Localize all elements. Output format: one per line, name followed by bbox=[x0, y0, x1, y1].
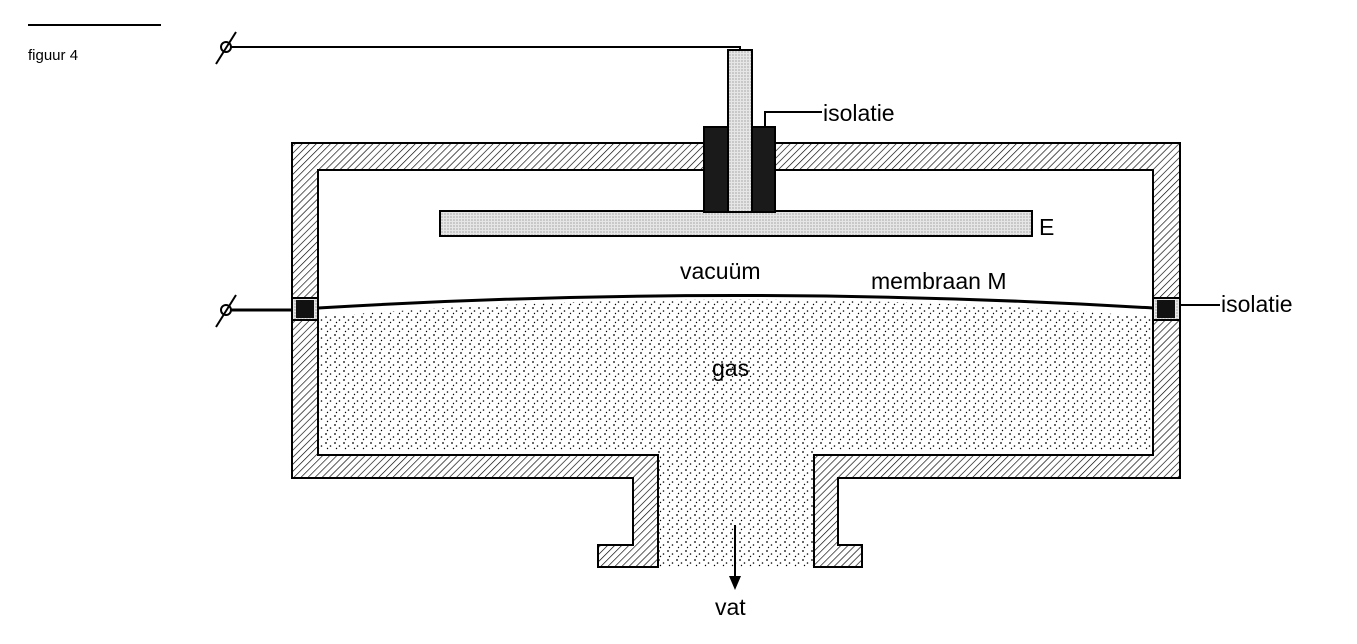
electrode-plate bbox=[439, 210, 1033, 237]
membrane-terminal-icon bbox=[215, 294, 237, 328]
label-isolation-right: isolatie bbox=[1221, 291, 1293, 317]
electrode-stem bbox=[727, 49, 753, 213]
membrane-insulator-right-core bbox=[1157, 300, 1175, 318]
top-insulator-right bbox=[751, 126, 776, 213]
isolation-top-leader bbox=[764, 111, 822, 127]
top-wire bbox=[226, 46, 741, 50]
caption-rule bbox=[28, 24, 161, 26]
label-gas: gas bbox=[712, 355, 749, 381]
label-vessel: vat bbox=[715, 594, 746, 620]
chamber-wall-outer bbox=[291, 142, 1181, 568]
figure-caption: figuur 4 bbox=[28, 47, 79, 64]
membrane-insulator-left-core bbox=[296, 300, 314, 318]
gas-region bbox=[318, 299, 1153, 450]
vessel-arrow-icon bbox=[729, 525, 741, 590]
label-electrode: E bbox=[1039, 214, 1054, 240]
label-vacuum: vacuüm bbox=[680, 258, 761, 284]
membrane bbox=[317, 294, 1154, 310]
label-membrane: membraan M bbox=[871, 268, 1006, 294]
top-terminal-icon bbox=[215, 31, 237, 65]
label-isolation-top: isolatie bbox=[823, 100, 895, 126]
top-insulator-left bbox=[703, 126, 729, 213]
